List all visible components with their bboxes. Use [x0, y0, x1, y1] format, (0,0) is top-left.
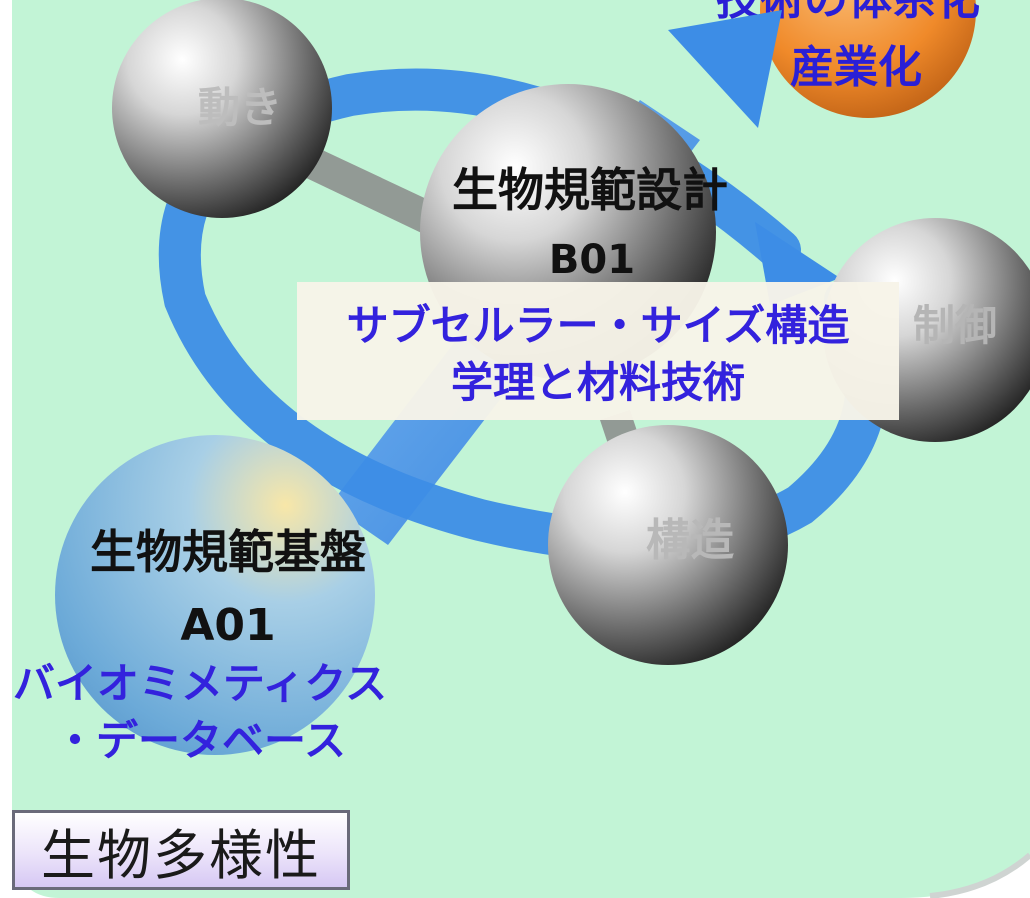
- design-desc-line1: サブセルラー・サイズ構造: [347, 301, 850, 350]
- base-code: A01: [180, 600, 275, 651]
- design-desc-box: [297, 282, 899, 420]
- base-desc-line2: ・データベース: [54, 716, 346, 765]
- sphere-base: [55, 435, 375, 755]
- sphere-movement: [112, 0, 332, 218]
- base-desc-line1: バイオミメティクス: [13, 659, 387, 708]
- result-line2: 産業化: [790, 42, 922, 93]
- base-title: 生物規範基盤: [90, 525, 366, 579]
- result-circle: [760, 0, 976, 118]
- sphere-movement-label: 動き: [198, 83, 282, 132]
- sphere-structure-label: 構造: [646, 515, 734, 566]
- panel-border: [929, 852, 1030, 898]
- design-code: B01: [549, 237, 635, 283]
- design-title: 生物規範設計: [452, 163, 728, 217]
- sphere-structure: [548, 425, 788, 665]
- biodiversity-label: 生物多様性: [12, 810, 350, 890]
- sphere-control-label: 制御: [913, 301, 997, 350]
- design-desc-line2: 学理と材料技術: [451, 358, 745, 407]
